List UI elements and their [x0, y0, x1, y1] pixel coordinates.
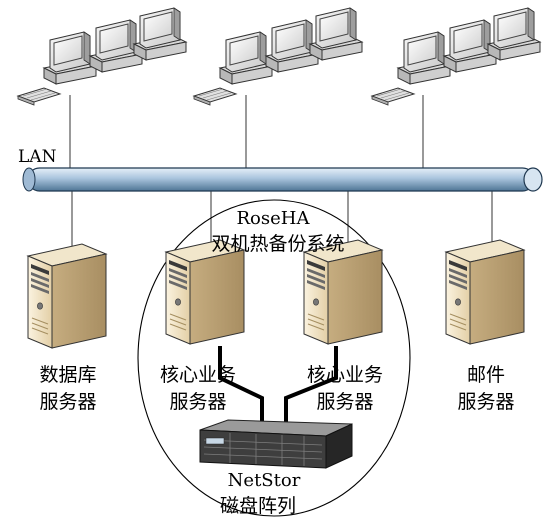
- ha-cluster-boundary: [137, 199, 411, 517]
- core-server-1-label-line1: 核心业务: [160, 364, 236, 386]
- database-server-icon: [27, 243, 107, 349]
- mail-server-label-line2: 服务器: [457, 391, 514, 413]
- storage-links: [218, 346, 338, 428]
- storage-label-line1: NetStor: [228, 470, 301, 491]
- database-server-label-line2: 服务器: [39, 391, 96, 413]
- storage-label-line2: 磁盘阵列: [220, 495, 296, 517]
- netstor-disk-array-icon: [199, 419, 353, 469]
- cluster-title: RoseHA: [237, 208, 311, 229]
- workstation-group-center: [193, 7, 363, 106]
- lan-label: LAN: [18, 147, 57, 167]
- core-server-1-label-line2: 服务器: [169, 391, 226, 413]
- database-server-label-line1: 数据库: [39, 364, 96, 386]
- workstation-group-left: [17, 7, 187, 106]
- cluster-subtitle: 双机热备份系统: [211, 233, 344, 255]
- core-server-1-icon: [165, 239, 245, 345]
- core-server-2-label-line1: 核心业务: [307, 364, 383, 386]
- workstation-group-right: [371, 7, 541, 106]
- core-server-2-icon: [303, 239, 383, 345]
- mail-server-icon: [445, 239, 525, 345]
- lan-bus: [22, 167, 543, 192]
- core-server-2-label-line2: 服务器: [316, 391, 373, 413]
- mail-server-label-line1: 邮件: [467, 364, 505, 386]
